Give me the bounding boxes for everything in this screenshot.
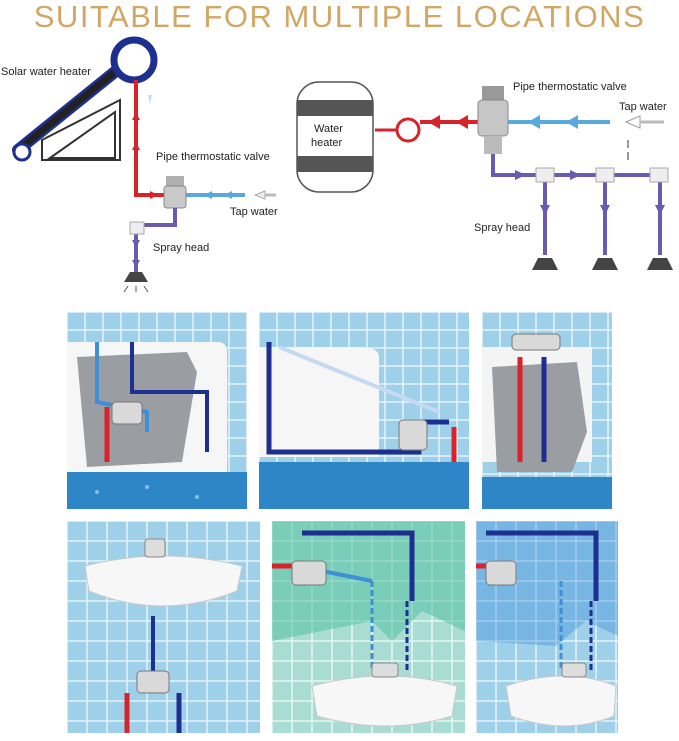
shower-install-photo: [482, 312, 612, 509]
valve-label-right: Pipe thermostatic valve: [513, 81, 627, 93]
valve-label-left: Pipe thermostatic valve: [156, 151, 270, 163]
spray-heads-right-icon: [532, 258, 673, 270]
bathtub-install-photo-2: [259, 312, 469, 509]
washbasin-install-photo-1: [67, 521, 260, 733]
bathtub-install-photo-1: [67, 312, 247, 509]
solar-water-heater-label: Solar water heater: [1, 66, 91, 78]
water-heater-label-2: heater: [311, 137, 343, 149]
thermostatic-valve-left-icon: [163, 176, 187, 209]
solar-water-heater-icon: [12, 36, 158, 162]
spray-head-left-icon: [123, 272, 149, 293]
tap-water-label-left: Tap water: [230, 206, 278, 218]
water-heater-icon: [296, 81, 374, 193]
tap-water-label-right: Tap water: [619, 101, 667, 113]
water-heater-label-1: Water: [314, 123, 343, 135]
spray-head-label-right: Spray head: [474, 222, 531, 234]
mixed-pipe-right: [491, 154, 669, 255]
mixed-pipe-left: [129, 208, 177, 272]
washbasin-install-photo-3: [476, 521, 618, 733]
washbasin-install-photo-2: [272, 521, 465, 733]
cold-pipe-right: [508, 115, 664, 160]
cold-pipe-left: [185, 190, 276, 200]
hot-pipe-right: [375, 115, 480, 143]
spray-head-label-left: Spray head: [153, 242, 210, 254]
thermostatic-valve-right-icon: [477, 86, 509, 154]
page-title: SUITABLE FOR MULTIPLE LOCATIONS: [33, 0, 646, 34]
hot-pipe-left: [132, 80, 168, 199]
installation-diagrams: [12, 36, 673, 293]
